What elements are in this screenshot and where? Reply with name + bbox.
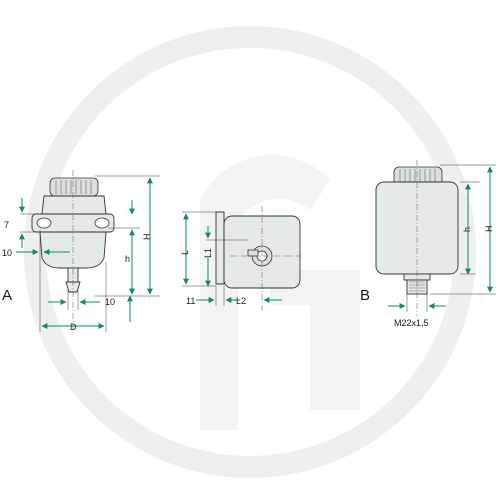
dim-h-b-label: h bbox=[462, 227, 472, 232]
view-a-dimensions bbox=[16, 175, 160, 332]
side-view-reservoir bbox=[215, 206, 301, 312]
dim-H-a-label: H bbox=[142, 234, 152, 241]
view-a-label: A bbox=[2, 287, 12, 304]
dim-10-left-label: 10 bbox=[2, 248, 12, 258]
dim-D-label: D bbox=[70, 322, 77, 332]
dim-L-label: L bbox=[180, 250, 190, 255]
dim-10-bottom-label: 10 bbox=[105, 297, 115, 307]
side-view-dimensions bbox=[182, 211, 282, 306]
view-b-reservoir bbox=[375, 160, 459, 316]
thread-spec-label: M22x1,5 bbox=[394, 318, 429, 328]
view-b-dimensions bbox=[388, 164, 496, 312]
dim-11-label: 11 bbox=[186, 296, 195, 306]
dim-h-a-label: h bbox=[125, 254, 130, 264]
dim-H-b-label: H bbox=[484, 226, 494, 233]
dim-7-label: 7 bbox=[4, 220, 9, 230]
dim-L1-label: L1 bbox=[203, 248, 213, 258]
dim-L2-label: L2 bbox=[236, 296, 246, 306]
view-a-reservoir bbox=[31, 170, 115, 330]
view-b-label: B bbox=[360, 287, 370, 304]
